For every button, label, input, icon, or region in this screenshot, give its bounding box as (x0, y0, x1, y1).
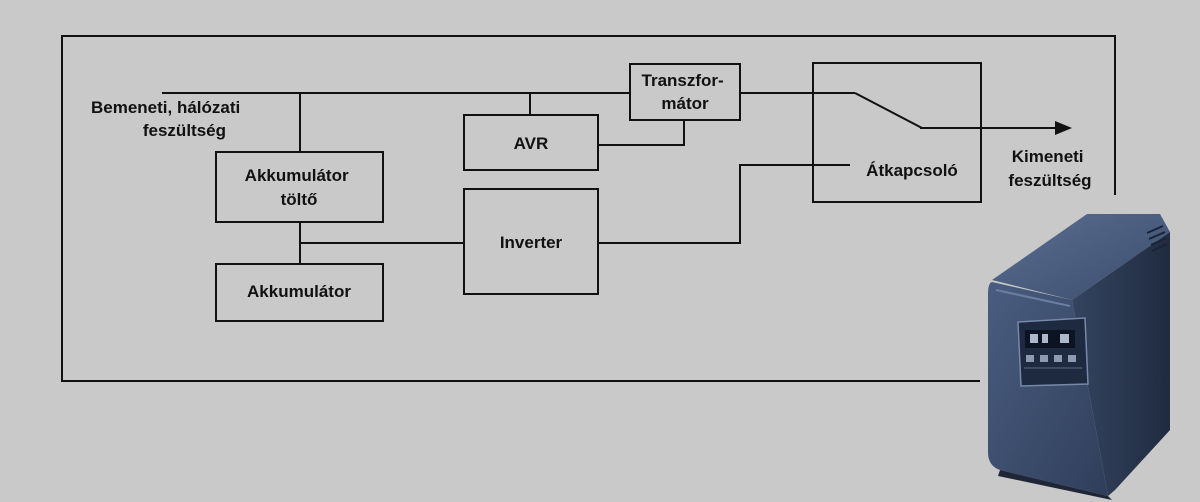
battery-label: Akkumulátor (247, 282, 351, 301)
transformer-label: Transzfor- mátor (642, 71, 729, 113)
battery-block (215, 263, 384, 322)
avr-block (463, 114, 599, 171)
output-arrow (1055, 121, 1072, 135)
input-label: Bemeneti, hálózati feszültség (91, 98, 245, 140)
avr-transformer-line (598, 120, 685, 146)
avr-label: AVR (514, 134, 549, 153)
output-label: Kimeneti feszültség (1008, 147, 1091, 190)
ups-device-image (988, 214, 1170, 500)
inverter-switch-line (598, 164, 850, 244)
inverter-label: Inverter (500, 233, 563, 252)
transformer-block (629, 63, 741, 121)
switch-block (812, 62, 982, 203)
charger-label: Akkumulátor töltő (245, 166, 354, 209)
switch-label: Átkapcsoló (866, 161, 958, 180)
charger-block (215, 151, 384, 223)
inverter-block (463, 188, 599, 295)
outer-frame (61, 35, 1116, 382)
switch-blade (854, 92, 923, 129)
